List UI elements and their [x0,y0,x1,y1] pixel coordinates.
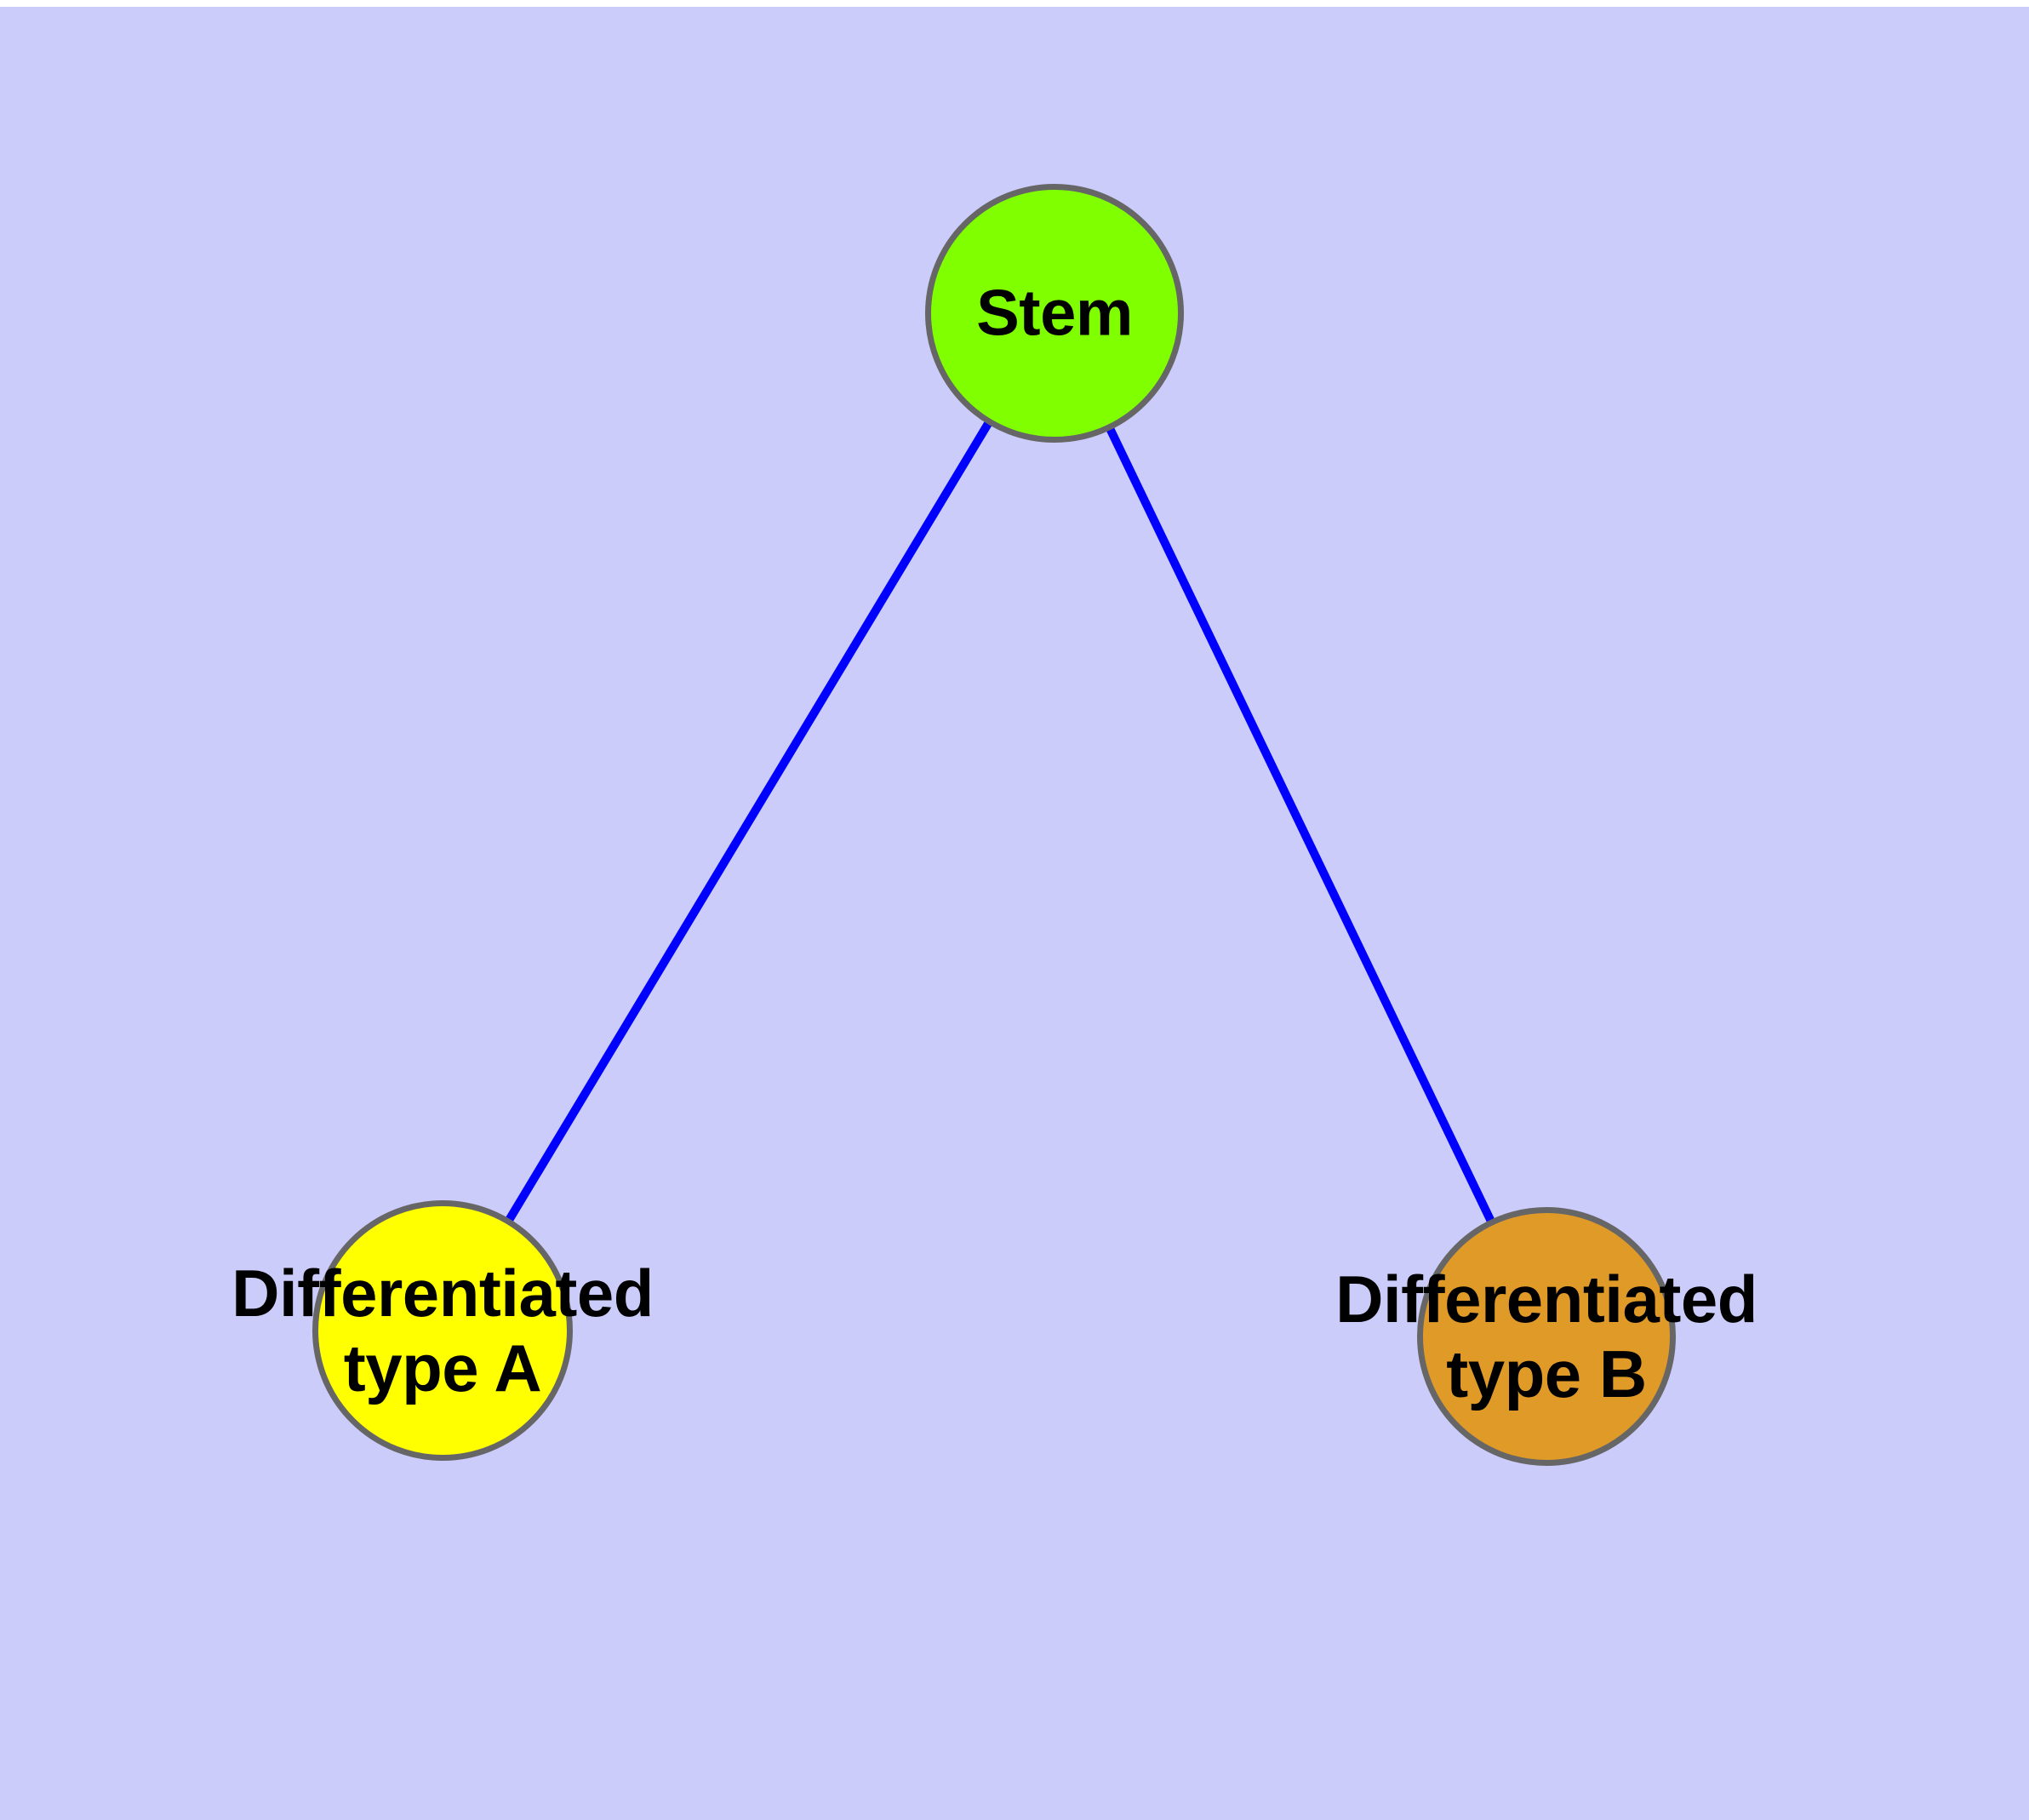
node-layer [312,184,1676,1466]
edge-stem-to-diff-b[interactable] [1105,425,1496,1225]
node-differentiated-type-b[interactable] [1417,1207,1676,1466]
edge-layer [504,419,1496,1225]
edge-stem-to-diff-a[interactable] [504,419,993,1224]
node-differentiated-type-a[interactable] [312,1200,573,1461]
node-stem[interactable] [925,184,1184,443]
